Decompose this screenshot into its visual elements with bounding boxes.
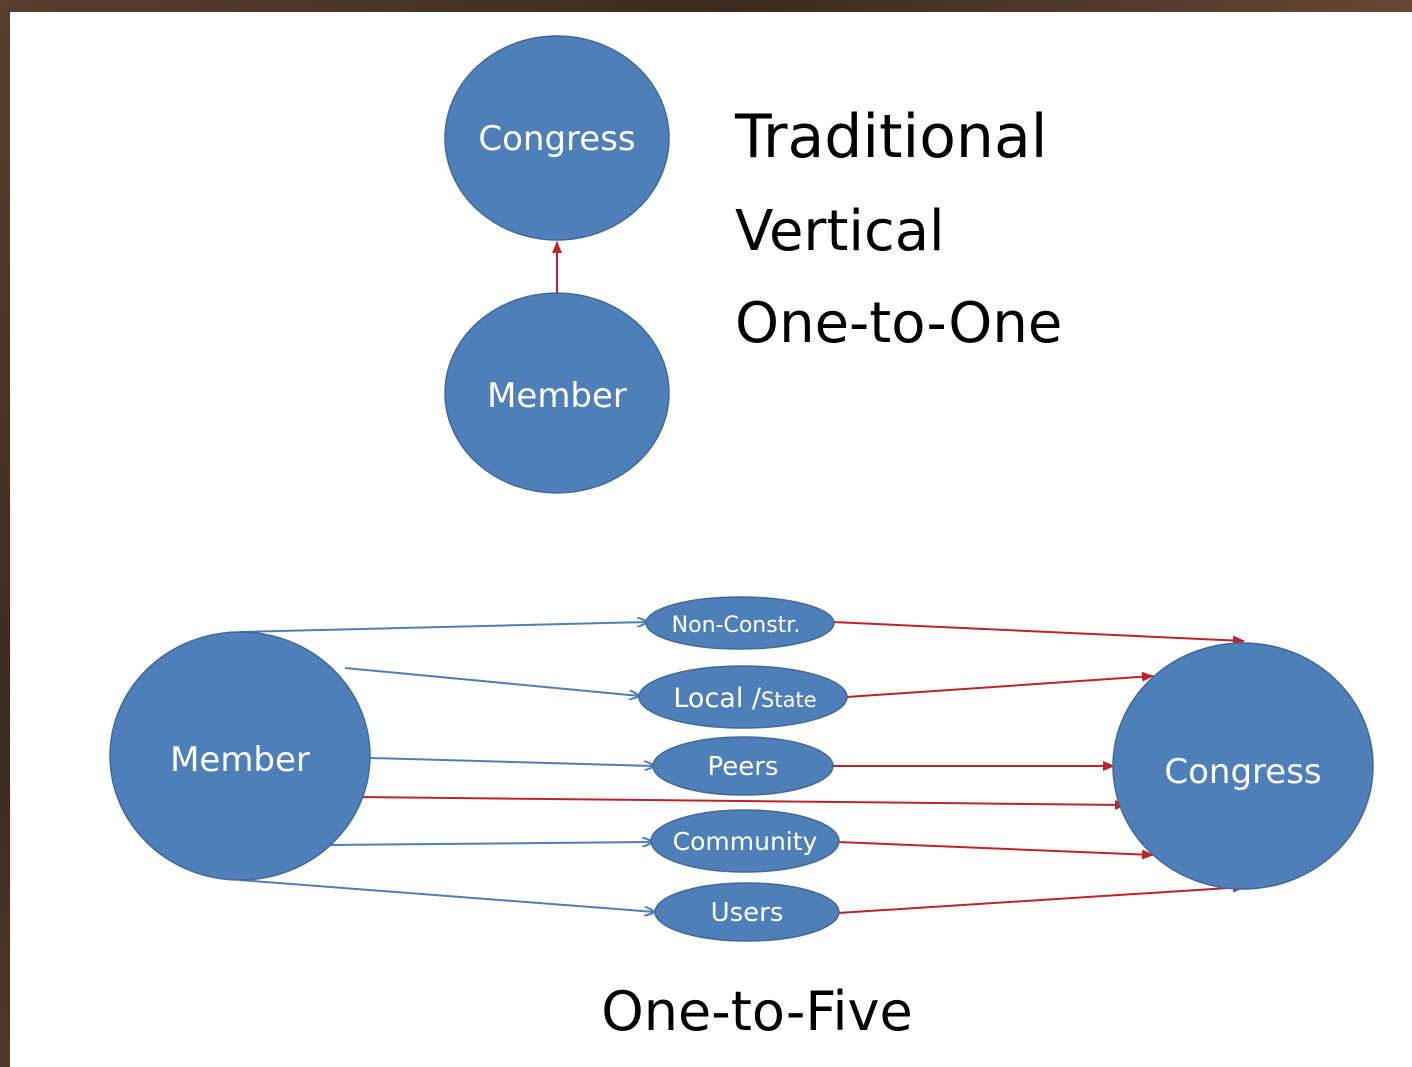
arrow-community-to-congress [837, 841, 1154, 860]
arrow-member-to-users [239, 879, 655, 912]
bottom-congress-label: Congress [1164, 752, 1321, 792]
arrow-member-to-local [344, 667, 640, 696]
arrow-member-to-community [329, 842, 653, 845]
heading-vertical: Vertical [735, 199, 945, 264]
arrow-member-to-peers [369, 757, 655, 766]
label-users: Users [711, 898, 784, 928]
label-community: Community [673, 827, 818, 856]
top-member-label: Member [487, 376, 627, 416]
arrow-member-to-nonconstr [239, 622, 648, 633]
top-congress-node: Congress [444, 35, 670, 241]
arrow-member-direct-to-congress [351, 796, 1127, 810]
label-local: Local / [673, 683, 762, 714]
node-peers: Peers [652, 736, 834, 796]
caption-one-to-five: One-to-Five [601, 980, 912, 1043]
node-local-state: Local /State [638, 665, 848, 729]
bottom-member-label: Member [170, 740, 310, 780]
top-member-node: Member [444, 292, 670, 494]
arrow-nonconstr-to-congress [831, 621, 1245, 646]
heading-traditional: Traditional [734, 102, 1047, 172]
label-peers: Peers [708, 752, 779, 782]
bottom-member-node: Member [109, 631, 371, 881]
bottom-congress-node: Congress [1112, 642, 1374, 890]
label-state: State [761, 688, 817, 712]
arrow-local-to-congress [846, 671, 1154, 698]
top-congress-label: Congress [478, 119, 635, 159]
node-community: Community [650, 809, 840, 873]
label-non-constr: Non-Constr. [672, 613, 801, 638]
node-users: Users [654, 882, 840, 942]
heading-one-to-one: One-to-One [735, 291, 1062, 356]
label-local-state: Local /State [673, 683, 816, 714]
node-non-constr: Non-Constr. [645, 596, 835, 650]
arrow-users-to-congress [837, 882, 1245, 914]
